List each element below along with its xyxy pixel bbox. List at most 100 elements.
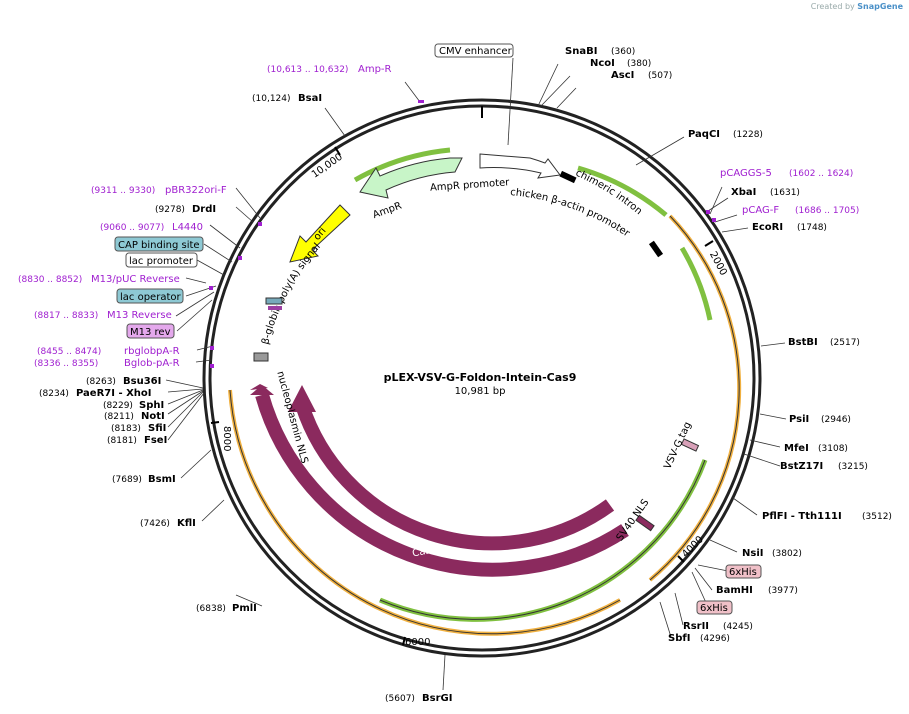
cas9-label-a: Cas9 [411,544,437,560]
orange-arc-right-inner [649,215,740,581]
primer-name: pBR322ori-F [165,185,227,196]
site-name: FseI [144,435,167,446]
site-pos: (3512) [862,512,892,522]
primer-name: M13/pUC Reverse [91,274,180,285]
green-arc-bottom-line [379,459,706,620]
vsvg-tag-mark [680,438,700,452]
site-name: Bsu36I [123,376,161,387]
m13-mark [268,306,282,310]
site-name: AscI [611,70,634,81]
site-pos: (10,124) [252,94,291,104]
site-pos: (3977) [768,586,798,596]
plasmid-name: pLEX-VSV-G-Foldon-Intein-Cas9 [384,371,577,384]
primer-pos: (8817 .. 8833) [34,311,98,321]
site-name: PaeR7I - XhoI [76,388,152,399]
site-name: BstZ17I [780,461,823,472]
ampr-label: AmpR [371,200,403,221]
orange-arc-left [228,389,621,636]
site-pos: (8234) [39,389,69,399]
site-name: PmlI [232,603,257,614]
site-pos: (8263) [86,377,116,387]
tick-mark-6000 [402,636,406,646]
ampr-promoter-label: AmpR promoter [430,177,511,194]
site-name: SphI [139,400,164,411]
site-name: PsiI [789,414,809,425]
site-name: NotI [141,411,165,422]
site-name: BsrGI [422,693,452,704]
backbone-outer [202,98,762,658]
ampr-promoter-arrow [479,153,561,179]
site-pos: (5607) [385,694,415,704]
nucleoplasmin-mark [250,384,268,390]
primer-name: pCAGGS-5 [720,168,772,179]
cmv-enhancer-label: CMV enhancer [439,46,513,57]
site-name: NcoI [590,58,615,69]
cas9-arc-inner [295,402,615,551]
tick-mark-4000 [677,555,685,563]
restriction-sites: SnaBI (360) NcoI (380) AscI (507) PaqCI … [39,46,892,704]
site-name: KflI [177,518,196,529]
site-pos: (380) [627,59,651,69]
site-name: DrdI [192,204,216,215]
cap-binding-site-label: CAP binding site [118,240,200,251]
site-pos: (3802) [772,549,802,559]
6xhis-label-a: 6xHis [729,567,757,578]
lac-operator-label: lac operator [120,292,181,303]
beta-globin-mark [253,352,269,362]
site-name: BsaI [298,93,322,104]
site-name: BstBI [788,337,818,348]
site-name: SbfI [668,633,690,644]
site-pos: (8183) [111,424,141,434]
primer-name: L4440 [172,222,203,233]
green-arc-topleft [353,147,451,183]
site-name: EcoRI [752,222,783,233]
tick-mark-8000 [210,421,220,424]
site-pos: (2946) [821,415,851,425]
primer-name: pCAG-F [742,205,779,216]
site-pos: (6838) [196,604,226,614]
site-pos: (7426) [140,519,170,529]
site-pos: (1228) [733,130,763,140]
cas9-label-b: Cas9 [397,579,424,596]
primer-pos: (8830 .. 8852) [18,275,82,285]
primer-name: M13 Reverse [107,310,172,321]
primer-labels: Amp-R (10,613 .. 10,632) pCAGGS-5 (1602 … [18,64,859,369]
site-pos: (4245) [723,622,753,632]
site-name: MfeI [784,443,809,454]
tick-mark-2000 [704,240,714,247]
lac-promoter-label: lac promoter [129,256,194,267]
lac-mark [265,297,283,305]
primer-pos: (10,613 .. 10,632) [267,65,348,75]
tick-mark-10000 [334,146,341,156]
site-pos: (1748) [797,223,827,233]
primer-name: Amp-R [358,64,392,75]
chimeric-intron-mark [559,170,577,184]
watermark-prefix: Created by [810,2,855,11]
site-pos: (1631) [770,188,800,198]
site-pos: (3215) [838,462,868,472]
site-name: SnaBI [565,46,597,57]
primer-pos: (1686 .. 1705) [795,206,859,216]
primer-marks [209,100,716,368]
cas9-arrowhead-outer [250,385,274,395]
site-name: RsrII [683,621,709,632]
primer-name: Bglob-pA-R [124,358,180,369]
ampr-arrow [359,157,463,199]
snapgene-logo: SnapGene [857,2,903,11]
primer-pos: (1602 .. 1624) [789,169,853,179]
site-name: NsiI [742,548,763,559]
site-name: XbaI [731,187,756,198]
ori-arrow [289,204,351,263]
green-arc-top [577,165,668,217]
site-name: BamHI [716,585,753,596]
plasmid-size: 10,981 bp [455,386,506,397]
orange-arc-left-line [229,389,621,635]
watermark: Created by SnapGene [811,2,903,11]
site-pos: (4296) [700,634,730,644]
cas9-arc-outer [255,393,629,577]
primer-name: rbglobpA-R [124,346,180,357]
boxed-features: CMV enhancer CAP binding site lac promot… [114,43,762,615]
site-pos: (8181) [107,436,137,446]
site-name: SfiI [148,423,166,434]
sv40-nls-mark [635,514,655,532]
